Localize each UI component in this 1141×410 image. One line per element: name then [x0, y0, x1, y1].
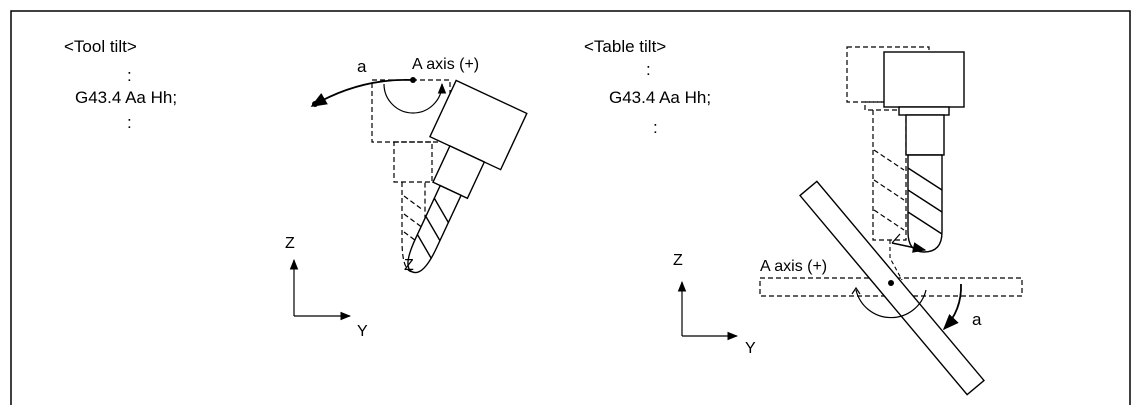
table-offset-arrow: [891, 242, 927, 253]
figure-frame: [10, 10, 1131, 405]
table-tilt-panel: <Table tilt> : G43.4 Aa Hh; :: [584, 37, 1023, 396]
tool-tilt-panel: <Tool tilt> : G43.4 Aa Hh; : a A axis (+…: [64, 37, 528, 340]
tool-tilted-point: [312, 101, 318, 107]
table-tilt-line-3: :: [653, 118, 658, 137]
table-tilt-heading: <Table tilt>: [584, 37, 666, 56]
table-angle-label: a: [972, 310, 982, 329]
table-tilted: [799, 180, 985, 396]
table-y-axis-label: Y: [745, 340, 756, 357]
table-a-axis-arc: [855, 289, 927, 319]
table-coordinate-system: [677, 280, 739, 341]
tool-tilt-line-1: :: [127, 66, 132, 85]
tool-pivot-point: [410, 77, 416, 83]
tool-tilt-line-2: G43.4 Aa Hh;: [75, 88, 177, 107]
tool-tilted-position: [407, 79, 528, 274]
tool-axis-label: A axis (+): [412, 56, 479, 73]
table-tilt-line-2: G43.4 Aa Hh;: [609, 88, 711, 107]
table-offset-tick: [891, 233, 901, 244]
tool-angle-label: a: [357, 57, 367, 76]
table-spindle-actual: [883, 51, 965, 253]
tool-z-axis-label: Z: [285, 235, 295, 252]
table-axis-label: A axis (+): [760, 258, 827, 275]
tool-rotation-arrow: [310, 78, 414, 107]
table-pivot-point: [888, 280, 894, 286]
table-tilt-line-1: :: [646, 60, 651, 79]
tool-tilt-heading: <Tool tilt>: [64, 37, 137, 56]
table-rotation-arrow: [942, 283, 962, 331]
tool-tilt-line-3: :: [127, 113, 132, 132]
tool-a-axis-arc: [383, 82, 447, 114]
table-offset-guide: [889, 240, 903, 281]
tool-y-axis-label: Y: [357, 323, 368, 340]
tool-center-label: Z: [404, 257, 414, 274]
tool-coordinate-system: [289, 258, 352, 321]
table-z-axis-label: Z: [673, 252, 683, 269]
